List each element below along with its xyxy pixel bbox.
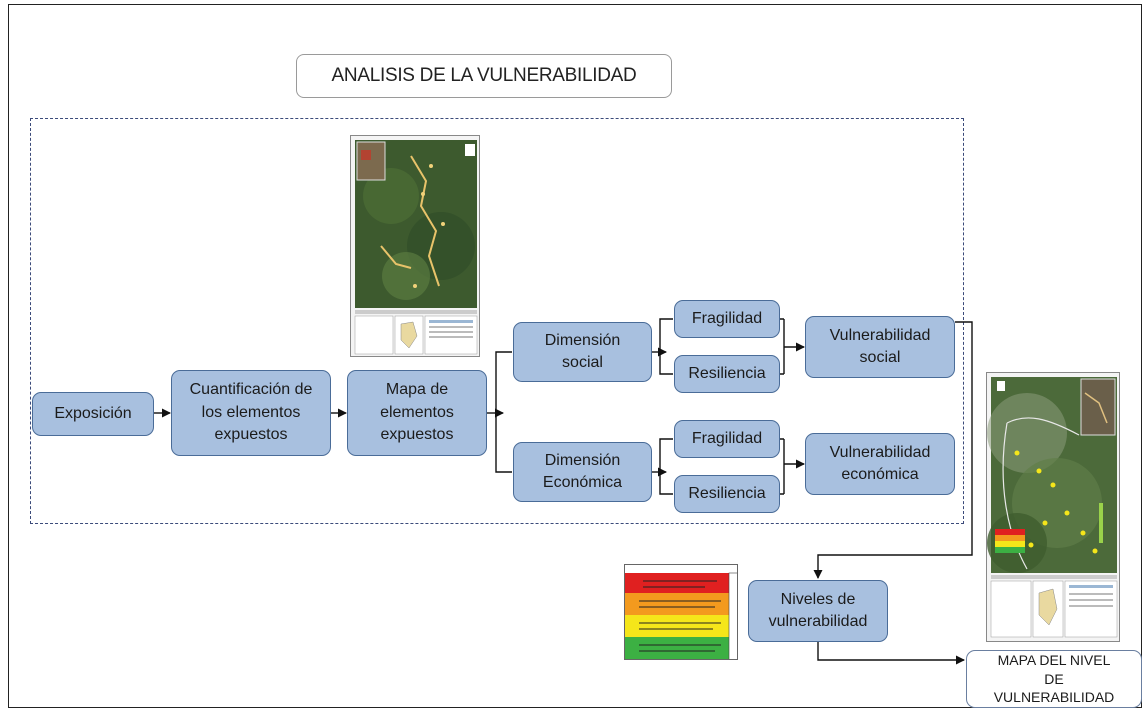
node-fragilidad-social: Fragilidad xyxy=(674,300,780,338)
analysis-group-boundary xyxy=(30,118,964,524)
node-exposicion: Exposición xyxy=(32,392,154,436)
node-vulnerabilidad-economica: Vulnerabilidad económica xyxy=(805,433,955,495)
branch-social xyxy=(659,318,673,375)
node-resiliencia-economica: Resiliencia xyxy=(674,475,780,513)
node-dimension-social: Dimensión social xyxy=(513,322,652,382)
vulnerability-levels-table-image xyxy=(624,564,738,660)
branch-to-dimensions xyxy=(495,351,512,473)
node-cuantificacion: Cuantificación de los elementos expuesto… xyxy=(171,370,331,456)
levels-table xyxy=(625,565,737,659)
connector-to-mapa-nivel xyxy=(817,641,965,665)
diagram-title: ANALISIS DE LA VULNERABILIDAD xyxy=(296,54,672,98)
merge-social xyxy=(780,318,785,375)
exposed-elements-map-thumbnail xyxy=(350,135,480,357)
node-fragilidad-economica: Fragilidad xyxy=(674,420,780,458)
node-dimension-economica: Dimensión Económica xyxy=(513,442,652,502)
branch-economica xyxy=(659,438,673,495)
merge-economica xyxy=(780,438,785,495)
node-mapa-elementos: Mapa de elementos expuestos xyxy=(347,370,487,456)
connector-to-niveles xyxy=(813,321,973,579)
vulnerability-map-image xyxy=(987,373,1119,641)
diagram-frame xyxy=(8,4,1142,708)
node-vulnerabilidad-social: Vulnerabilidad social xyxy=(805,316,955,378)
map-image xyxy=(351,136,479,356)
node-niveles-vulnerabilidad: Niveles de vulnerabilidad xyxy=(748,580,888,642)
node-mapa-nivel-vulnerabilidad: MAPA DEL NIVEL DE VULNERABILIDAD xyxy=(966,650,1142,708)
vulnerability-level-map-thumbnail xyxy=(986,372,1120,642)
node-resiliencia-social: Resiliencia xyxy=(674,355,780,393)
